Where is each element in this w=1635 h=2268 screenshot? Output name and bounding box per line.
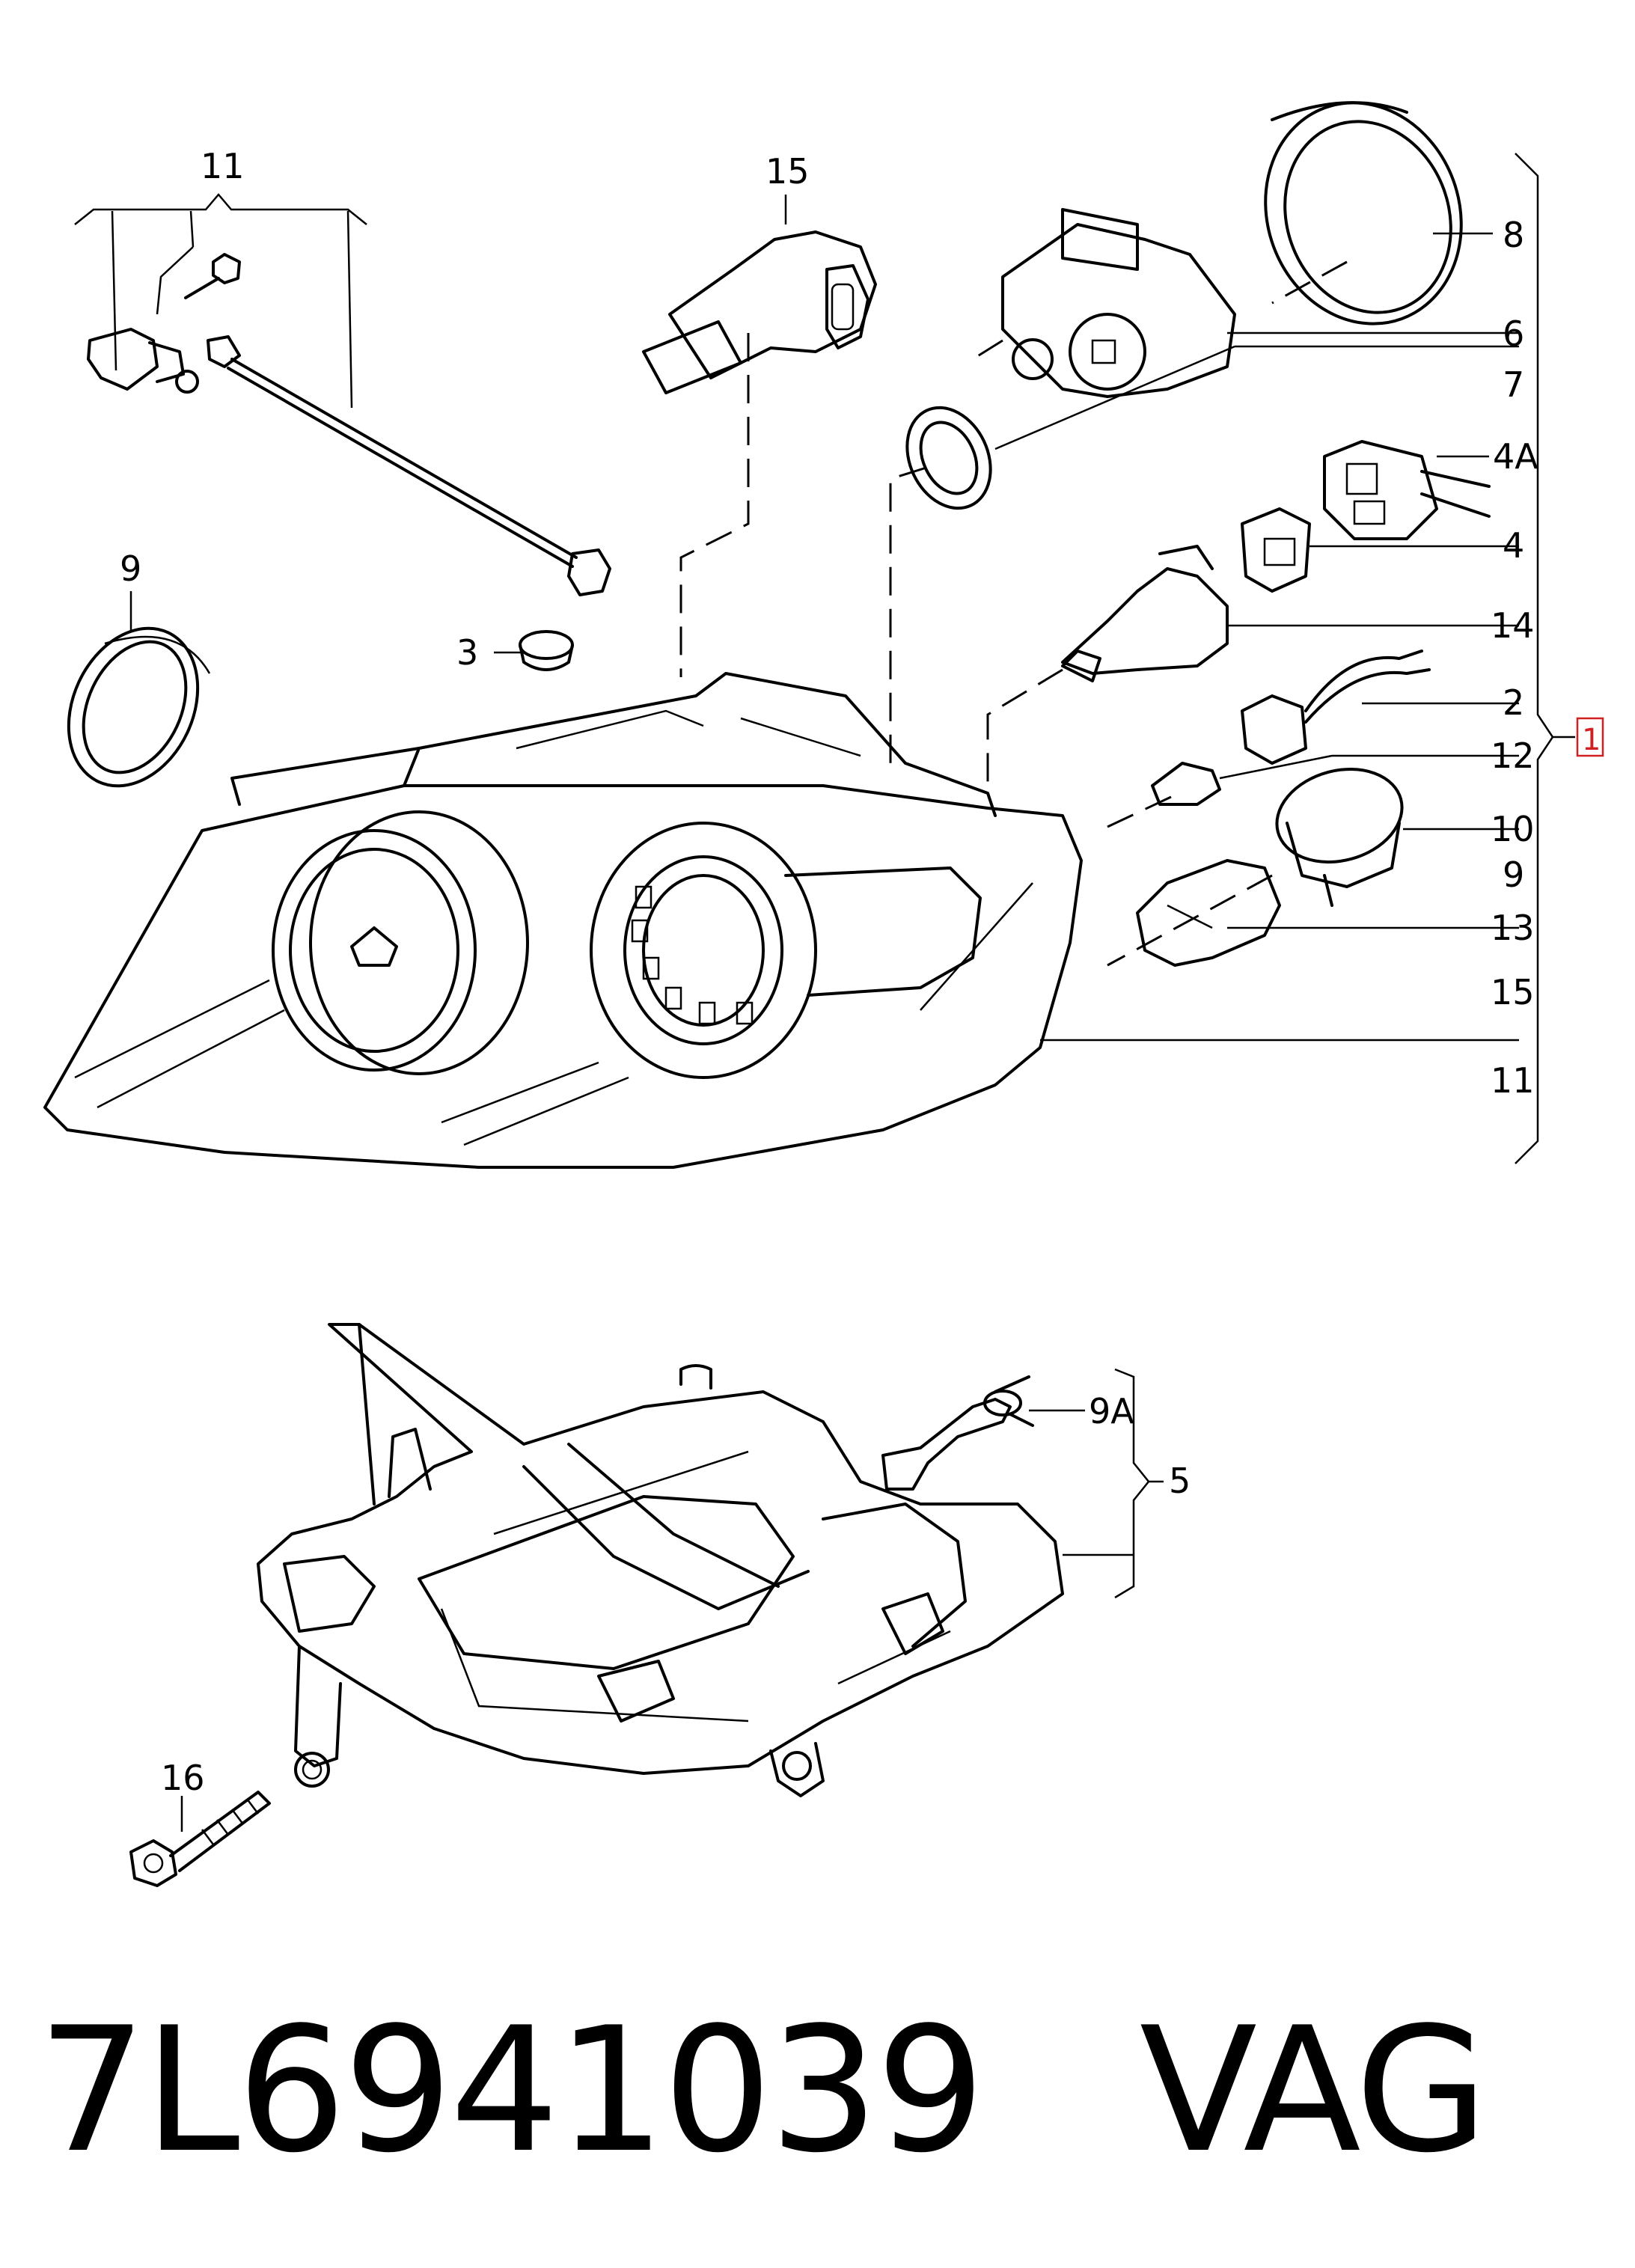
connector-4A: [1323, 440, 1491, 540]
leader-lines: [129, 195, 1519, 1832]
callout-5: 5: [1169, 1461, 1191, 1501]
dashed-assembly-lines: [679, 260, 1348, 967]
bracket-9A: [881, 1375, 1034, 1491]
callout-3: 3: [456, 632, 478, 673]
callout-12: 12: [1491, 736, 1535, 776]
callout-7: 7: [1503, 364, 1524, 405]
callout-6: 6: [1503, 314, 1524, 354]
headlight-exploded-diagram: 11 15 9 3 8 6 7 4A 4 14 2 12 1 10 9 13 1…: [43, 101, 1604, 1887]
part-number-footer: 7L6941039 VAG: [37, 1991, 1488, 2191]
callout-10: 10: [1491, 809, 1535, 849]
base-plate-5: [257, 1323, 1064, 1797]
bulb-15: [642, 230, 877, 394]
callout-9-right: 9: [1503, 855, 1524, 895]
holder-10: [1275, 768, 1404, 907]
bracket-5: [1063, 1368, 1164, 1599]
callout-15-right: 15: [1491, 972, 1535, 1012]
cap-3: [519, 630, 574, 671]
callout-15-top: 15: [765, 151, 810, 192]
callout-13: 13: [1491, 908, 1535, 948]
bulb-12: [1151, 762, 1221, 806]
part-number: 7L6941039: [37, 1991, 985, 2191]
adjuster-parts: [87, 253, 611, 596]
callout-1: 1: [1582, 723, 1601, 757]
socket-4: [1241, 507, 1311, 593]
callout-9-left: 9: [120, 548, 141, 589]
callout-4A: 4A: [1493, 436, 1538, 477]
callout-1-box: [1576, 717, 1604, 757]
bracket-1-right: [1515, 153, 1575, 1164]
wire-2: [1241, 649, 1431, 765]
ring-7: [905, 406, 992, 510]
cover-8: [1264, 101, 1463, 325]
callout-14: 14: [1491, 605, 1535, 646]
bulb-13: [1136, 859, 1281, 967]
callout-labels: 11 15 9 3 8 6 7 4A 4 14 2 12 1 10 9 13 1…: [120, 146, 1604, 1798]
brand-name: VAG: [1139, 1991, 1488, 2191]
callout-4: 4: [1503, 525, 1524, 566]
screw-16: [129, 1791, 271, 1887]
headlight-housing: [43, 672, 1083, 1169]
callout-2: 2: [1503, 682, 1524, 723]
callout-16: 16: [161, 1758, 205, 1798]
bulb-14: [1061, 545, 1229, 682]
seal-ring-9: [67, 626, 211, 788]
callout-9A: 9A: [1089, 1391, 1134, 1431]
callout-11-right: 11: [1491, 1060, 1535, 1101]
callout-8: 8: [1503, 215, 1524, 255]
bulb-socket-6: [1001, 208, 1236, 398]
callout-11-top: 11: [201, 146, 245, 186]
bracket-11-top: [74, 193, 367, 409]
